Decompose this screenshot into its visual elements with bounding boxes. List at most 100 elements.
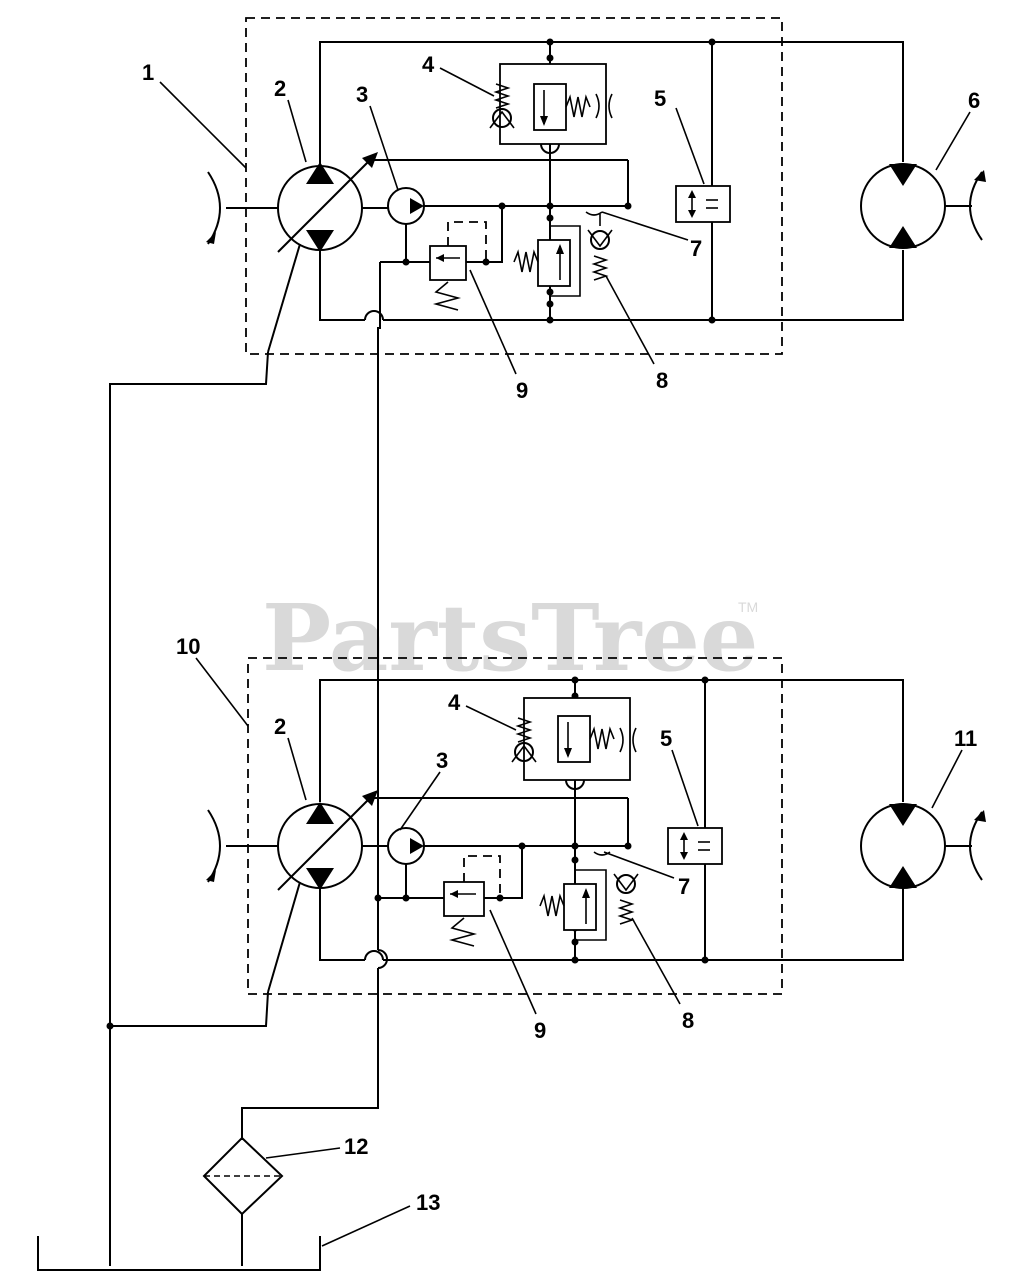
lower-relief-top-spring [589, 726, 615, 750]
callout-charge-relief-upper: 9 [516, 378, 528, 403]
lower-frame-crossover [565, 779, 585, 790]
upper-node [546, 54, 554, 62]
lower-relief-bottom-spring [539, 893, 565, 917]
watermark-tm: TM [738, 599, 758, 615]
leader-5-upper [675, 107, 705, 185]
lower-rotation-arrow-icon [206, 870, 216, 882]
watermark-text: PartsTree [262, 584, 758, 692]
lower-check-spring-bottom [617, 899, 635, 925]
lower-node [571, 842, 579, 850]
lower-case-drain-line [110, 991, 269, 1027]
lower-check-valve-top [514, 742, 534, 762]
charge-supply-line [377, 312, 381, 950]
callout-reservoir: 13 [416, 1190, 440, 1215]
leader-13 [321, 1205, 411, 1247]
callout-orifice-upper: 7 [690, 236, 702, 261]
leader-8-lower [631, 917, 681, 1005]
upper-pump-arrow-up-icon [306, 162, 334, 184]
upper-high-line [319, 41, 904, 166]
upper-node [708, 38, 716, 46]
upper-hydrostat-unit [206, 17, 986, 355]
lower-pump-arrow-up-icon [306, 802, 334, 824]
lower-pilot-line [463, 855, 501, 898]
lower-charge-relief-spring [448, 917, 478, 947]
leader-11 [931, 749, 963, 809]
upper-relief-bottom-arrow-icon [556, 244, 564, 254]
upper-node [546, 288, 554, 296]
callout-upper-unit: 1 [142, 60, 154, 85]
lower-charge-relief-arrow-icon [450, 890, 458, 898]
callout-relief-upper-bottom: 8 [656, 368, 668, 393]
leader-4-lower [465, 705, 517, 731]
callout-charge-pump-lower: 3 [436, 748, 448, 773]
leader-6 [935, 111, 971, 171]
upper-relief-top-arrow-icon [540, 116, 548, 126]
callout-numbers: 1 2 3 4 5 6 7 8 9 10 2 3 4 5 11 7 8 9 12… [142, 52, 980, 1215]
lower-relief-top-arrow-icon [564, 748, 572, 758]
lower-unit-boundary [247, 657, 783, 995]
upper-line-crossover [364, 310, 384, 321]
upper-check-spring-top [493, 83, 511, 109]
upper-node [402, 258, 410, 266]
lower-charge-relief-valve [443, 881, 485, 917]
lower-node [571, 956, 579, 964]
upper-charge-relief-arrow-icon [436, 254, 444, 262]
leader-2-upper [287, 99, 307, 163]
callout-valve-lower: 5 [660, 726, 672, 751]
lower-bypass-arrow-up-icon [680, 832, 688, 840]
lower-hydrostat-unit [206, 657, 986, 995]
callout-relief-lower-bottom: 8 [682, 1008, 694, 1033]
lower-bypass-valve [667, 827, 723, 865]
lower-node [402, 894, 410, 902]
lower-pump-arrow-down-icon [306, 868, 334, 890]
leader-5-lower [671, 749, 699, 827]
callout-valve-upper: 5 [654, 86, 666, 111]
upper-unit-boundary [245, 17, 783, 355]
upper-relief-bottom-valve [537, 239, 571, 287]
upper-check-seat-icon [489, 110, 515, 129]
callout-lower-unit: 10 [176, 634, 200, 659]
leader-3-upper [369, 105, 399, 191]
lower-node [571, 676, 579, 684]
upper-check-valve-bottom [590, 230, 610, 250]
upper-check-valve-top [492, 108, 512, 128]
lower-orifice-top-icon [619, 727, 637, 753]
upper-charge-relief-valve [429, 245, 467, 281]
lower-motor-arrow-in-icon [889, 804, 917, 826]
lower-bypass-arrow-down-icon [680, 852, 688, 860]
leader-4-upper [439, 67, 495, 97]
callout-wheel-motor-lower: 11 [954, 726, 977, 751]
upper-node [546, 202, 554, 210]
callout-relief-lower-top: 4 [448, 690, 461, 715]
upper-pilot-line [447, 221, 487, 262]
upper-low-line [383, 250, 904, 321]
upper-node [624, 202, 632, 210]
callout-pump-upper: 2 [274, 76, 286, 101]
upper-rotation-arrow-icon [206, 232, 216, 244]
lower-relief-bottom-arrow-icon [582, 888, 590, 898]
leader-2-lower [287, 737, 307, 801]
lower-motor-arrow-out-icon [889, 866, 917, 888]
lower-line-crossover [364, 950, 384, 961]
lower-pump-variable-arrow [277, 797, 371, 891]
upper-charge-relief-out [466, 206, 503, 263]
leader-9-upper [469, 269, 517, 375]
lower-pump-drain [267, 881, 301, 993]
upper-node [482, 258, 490, 266]
lower-low-line-left [319, 888, 365, 961]
callout-filter: 12 [344, 1134, 368, 1159]
upper-bypass-arrow-down-icon [688, 210, 696, 218]
lower-low-line [383, 888, 904, 961]
drain-junction [106, 1022, 114, 1030]
upper-motor-arrow-out-icon [889, 226, 917, 248]
callout-charge-pump-upper: 3 [356, 82, 368, 107]
lower-check-seat-icon [511, 744, 537, 763]
upper-charge-relief-spring [432, 281, 462, 311]
upper-node [546, 300, 554, 308]
upper-charge-arrow-icon [410, 198, 424, 214]
lower-node [701, 956, 709, 964]
leader-3-lower [399, 771, 441, 831]
lower-relief-top-valve [557, 715, 591, 763]
callout-charge-relief-lower: 9 [534, 1018, 546, 1043]
shared-plumbing [37, 312, 388, 1271]
